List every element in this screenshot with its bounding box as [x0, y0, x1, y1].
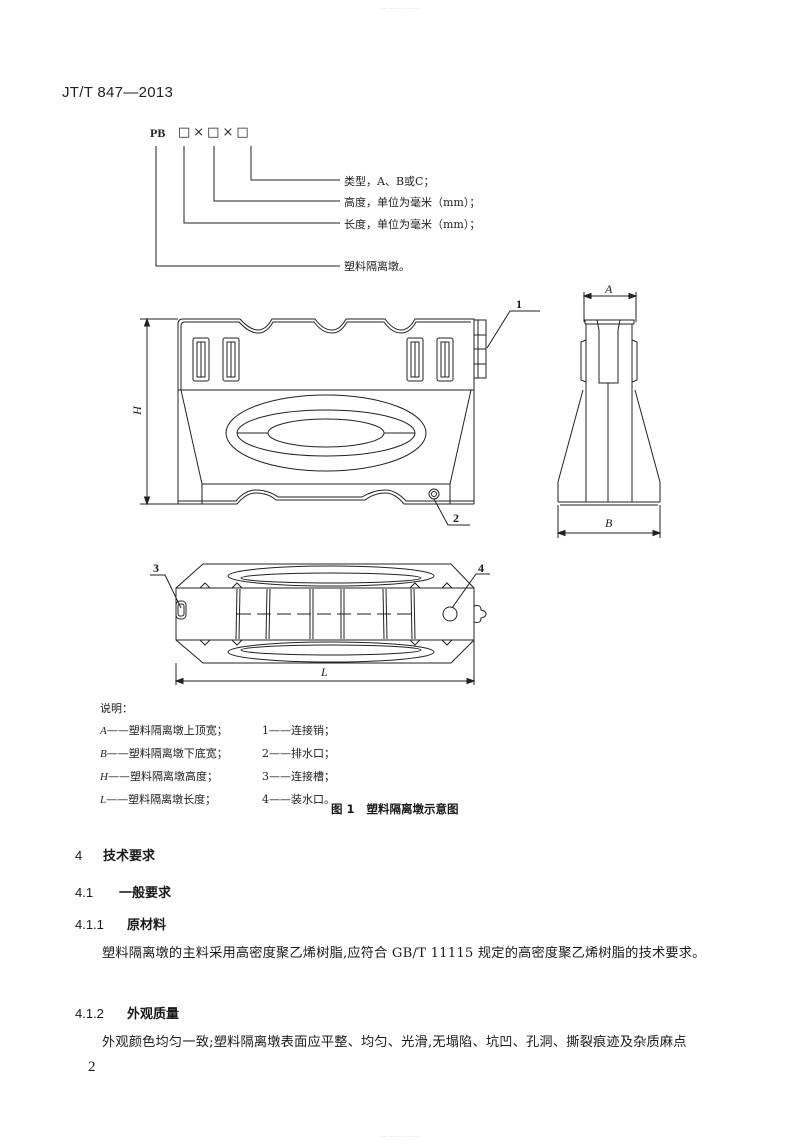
legend-row: H——塑料隔离墩高度； 3——连接槽；: [100, 765, 335, 788]
legend-num: 2: [262, 747, 269, 760]
legend-num-text: ——连接槽；: [269, 770, 335, 783]
section-4-1-1-heading: 4.1.1 原材料: [75, 914, 166, 933]
standard-code-header: JT/T 847—2013: [62, 84, 174, 101]
designation-item-name: 塑料隔离墩。: [344, 260, 410, 273]
legend-row: L——塑料隔离墩长度； 4——装水口。: [100, 788, 335, 811]
legend-num: 1: [262, 724, 269, 737]
dimension-label-A: A: [605, 282, 613, 296]
legend-title: 说明：: [100, 702, 133, 715]
legend-num: 3: [262, 770, 269, 783]
top-view: [150, 563, 490, 685]
designation-pattern: □×□×□: [178, 125, 252, 140]
legend-text: ——塑料隔离墩上顶宽；: [106, 724, 228, 737]
front-view: [140, 310, 540, 526]
legend-text: ——塑料隔离墩下底宽；: [106, 747, 228, 760]
section-number: 4.1: [75, 885, 94, 900]
figure-caption-number: 图 1: [331, 802, 355, 816]
legend-key: H: [100, 771, 108, 783]
legend-key: B: [100, 748, 107, 760]
legend-text: ——塑料隔离墩长度；: [106, 793, 217, 806]
legend-num: 4: [262, 793, 269, 806]
callout-2: 2: [453, 511, 459, 525]
section-4-heading: 4 技术要求: [75, 845, 155, 864]
legend-num-text: ——装水口。: [269, 793, 335, 806]
watermark-bottom: ····· ·········· ·············: [380, 1134, 420, 1139]
legend-row: B——塑料隔离墩下底宽； 2——排水口；: [100, 742, 335, 765]
figure-caption: 图 1 塑料隔离墩示意图: [331, 801, 459, 817]
legend-row: A——塑料隔离墩上顶宽； 1——连接销；: [100, 719, 335, 742]
section-title: 技术要求: [103, 849, 156, 864]
page-number: 2: [88, 1059, 96, 1075]
designation-item-type: 类型，A、B或C；: [344, 175, 435, 188]
dimension-label-B: B: [605, 516, 613, 530]
side-view: [556, 292, 662, 538]
section-4-1-heading: 4.1 一般要求: [75, 882, 171, 901]
dimension-label-H: H: [129, 406, 144, 415]
designation-item-height: 高度，单位为毫米（mm）；: [344, 196, 481, 209]
section-number: 4.1.2: [75, 1006, 104, 1021]
watermark-top: ····· ·········· ·············: [380, 6, 420, 11]
figure-caption-title: 塑料隔离墩示意图: [366, 802, 459, 816]
callout-1: 1: [516, 297, 522, 311]
designation-item-length: 长度，单位为毫米（mm）；: [344, 218, 481, 231]
callout-3: 3: [153, 561, 159, 575]
legend-num-text: ——排水口；: [269, 747, 335, 760]
section-number: 4: [75, 848, 83, 863]
legend-key: A: [100, 725, 107, 737]
section-number: 4.1.1: [75, 917, 104, 932]
figure-legend: A——塑料隔离墩上顶宽； 1——连接销； B——塑料隔离墩下底宽； 2——排水口…: [100, 719, 335, 811]
section-title: 一般要求: [119, 886, 172, 901]
section-title: 原材料: [127, 918, 167, 933]
legend-key: L: [100, 794, 107, 806]
section-title: 外观质量: [127, 1007, 180, 1022]
callout-4: 4: [478, 561, 484, 575]
designation-prefix: PB: [150, 126, 166, 140]
dimension-label-L: L: [321, 665, 328, 679]
section-4-1-2-heading: 4.1.2 外观质量: [75, 1003, 179, 1022]
legend-text: ——塑料隔离墩高度；: [107, 770, 218, 783]
section-4-1-2-body: 外观颜色均匀一致;塑料隔离墩表面应平整、均匀、光滑,无塌陷、坑凹、孔洞、撕裂痕迹…: [102, 1035, 687, 1050]
legend-num-text: ——连接销；: [269, 724, 335, 737]
section-4-1-1-body: 塑料隔离墩的主料采用高密度聚乙烯树脂,应符合 GB/T 11115 规定的高密度…: [102, 946, 706, 961]
